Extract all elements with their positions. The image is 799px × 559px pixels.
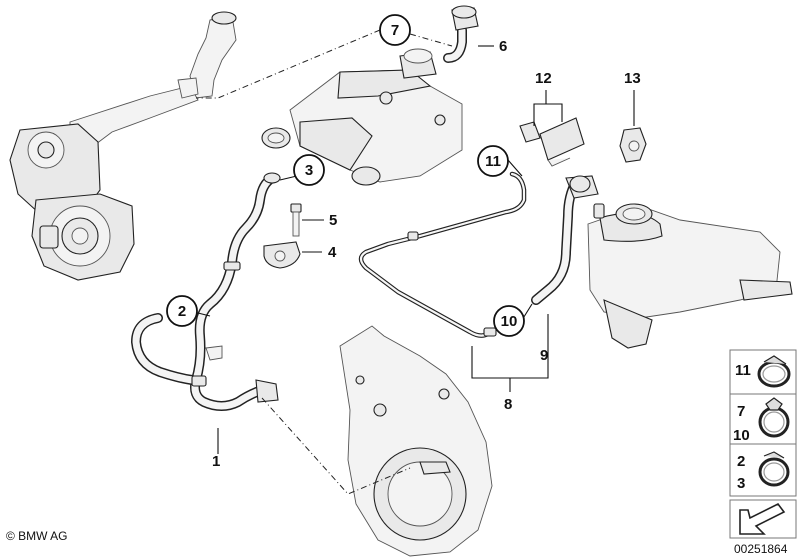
callout-2: 2: [166, 295, 198, 327]
svg-text:3: 3: [305, 162, 313, 179]
dash-ref-1: [261, 397, 411, 495]
clamp-legend: 11 7 10 2 3: [729, 349, 797, 539]
direction-arrow-icon: [739, 502, 786, 535]
hose-clamp-icon: [757, 355, 791, 388]
svg-text:7: 7: [391, 22, 399, 39]
label-6: 6: [499, 38, 507, 55]
part-6-small-hose: [443, 5, 479, 63]
copyright: © BMW AG: [6, 529, 68, 543]
part-9-tank-hose: [531, 175, 599, 305]
label-8: 8: [504, 396, 512, 413]
svg-text:11: 11: [485, 153, 501, 170]
hose-clamp-icon: [758, 451, 790, 487]
part-8-coolant-line: [358, 171, 527, 338]
svg-text:2: 2: [178, 303, 186, 320]
engine-block-bottom: [339, 325, 493, 557]
part-12-bracket: [519, 117, 585, 167]
water-pump-assembly: [9, 11, 237, 281]
leader-lines: [193, 45, 635, 454]
callout-11: 11: [477, 145, 509, 177]
part-4-clip: [263, 241, 301, 269]
callout-3: 3: [293, 154, 325, 186]
legend-label-2: 2: [737, 453, 745, 470]
part-5-bolt: [290, 203, 302, 237]
label-12: 12: [535, 70, 552, 87]
label-4: 4: [328, 244, 337, 261]
callout-10: 10: [493, 305, 525, 337]
diagram-number: 00251864: [734, 542, 788, 556]
thermostat-housing: [261, 48, 463, 186]
legend-label-3: 3: [737, 475, 745, 492]
label-9: 9: [540, 347, 548, 364]
label-1: 1: [212, 453, 220, 470]
part-13-clip: [619, 127, 647, 163]
dash-ref-6: [409, 33, 453, 47]
legend-label-7: 7: [737, 403, 745, 420]
part-1-main-hose: [131, 172, 281, 411]
label-13: 13: [624, 70, 641, 87]
callout-7: 7: [379, 14, 411, 46]
hose-clamp-icon: [758, 397, 790, 438]
expansion-tank: [587, 203, 793, 349]
legend-label-11: 11: [735, 362, 751, 379]
svg-text:10: 10: [501, 313, 518, 330]
label-5: 5: [329, 212, 337, 229]
legend-label-10: 10: [733, 427, 750, 444]
